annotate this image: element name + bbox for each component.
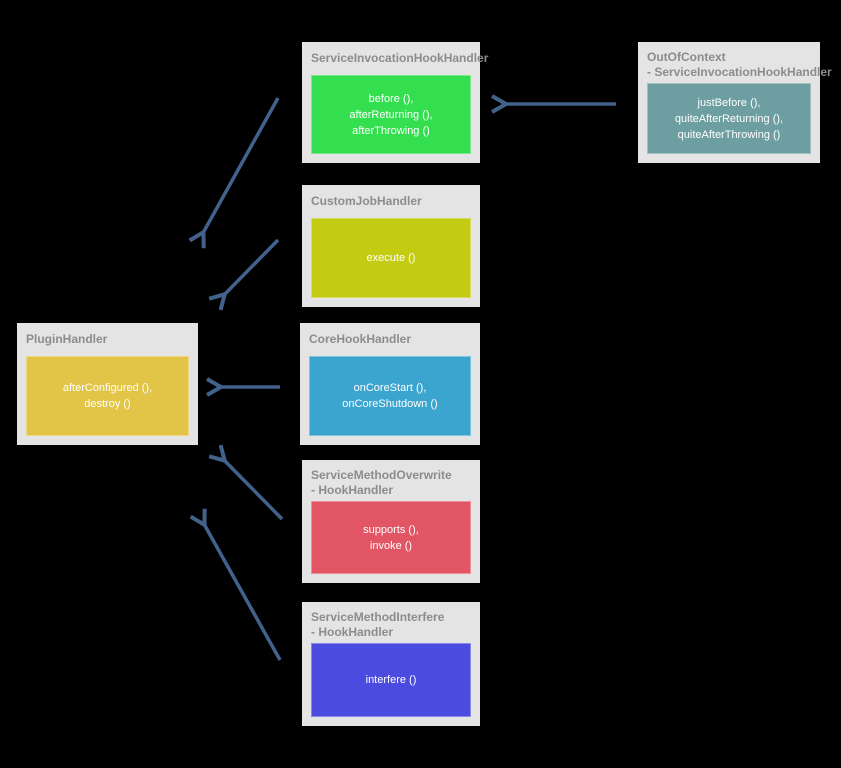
arrow-custom-job-to-plugin: [224, 238, 280, 295]
node-title: ServiceMethodInterfere: [311, 610, 445, 624]
node-service-method-overwrite: ServiceMethodOverwrite - HookHandler sup…: [302, 460, 480, 583]
node-subtitle: - HookHandler: [311, 625, 394, 639]
node-title: CoreHookHandler: [309, 332, 412, 346]
node-title-wrap: CustomJobHandler: [311, 194, 471, 209]
node-subtitle: - HookHandler: [311, 483, 394, 497]
node-title: CustomJobHandler: [311, 194, 422, 208]
node-methods: before (), afterReturning (), afterThrow…: [311, 75, 471, 154]
node-out-of-context: OutOfContext - ServiceInvocationHookHand…: [638, 42, 832, 163]
node-methods: execute (): [311, 218, 471, 298]
node-methods: interfere (): [311, 643, 471, 717]
node-subtitle: - ServiceInvocationHookHandler: [647, 65, 832, 79]
arrow-service-method-overwrite-to-plugin: [224, 460, 284, 521]
node-service-invocation-hook-handler: ServiceInvocationHookHandler before (), …: [302, 42, 489, 163]
node-title: ServiceMethodOverwrite: [311, 468, 452, 482]
node-title-wrap: ServiceMethodOverwrite - HookHandler: [311, 468, 471, 498]
arrow-service-invocation-to-plugin: [203, 97, 280, 233]
node-methods: onCoreStart (), onCoreShutdown (): [309, 356, 471, 436]
node-plugin-handler: PluginHandler afterConfigured (), destro…: [17, 323, 198, 445]
node-title-wrap: CoreHookHandler: [309, 332, 471, 347]
node-custom-job-handler: CustomJobHandler execute (): [302, 185, 480, 307]
node-title: ServiceInvocationHookHandler: [311, 51, 489, 65]
node-title-wrap: ServiceMethodInterfere - HookHandler: [311, 610, 471, 640]
node-title-wrap: ServiceInvocationHookHandler: [311, 51, 489, 66]
node-title: OutOfContext: [647, 50, 726, 64]
node-title-wrap: PluginHandler: [26, 332, 189, 347]
node-methods: justBefore (), quiteAfterReturning (), q…: [647, 83, 811, 154]
node-core-hook-handler: CoreHookHandler onCoreStart (), onCoreSh…: [300, 323, 480, 445]
node-methods: supports (), invoke (): [311, 501, 471, 574]
node-title: PluginHandler: [26, 332, 108, 346]
arrow-service-method-interfere-to-plugin: [204, 524, 282, 661]
node-service-method-interfere: ServiceMethodInterfere - HookHandler int…: [302, 602, 480, 726]
node-methods: afterConfigured (), destroy (): [26, 356, 189, 436]
node-title-wrap: OutOfContext - ServiceInvocationHookHand…: [647, 50, 832, 80]
